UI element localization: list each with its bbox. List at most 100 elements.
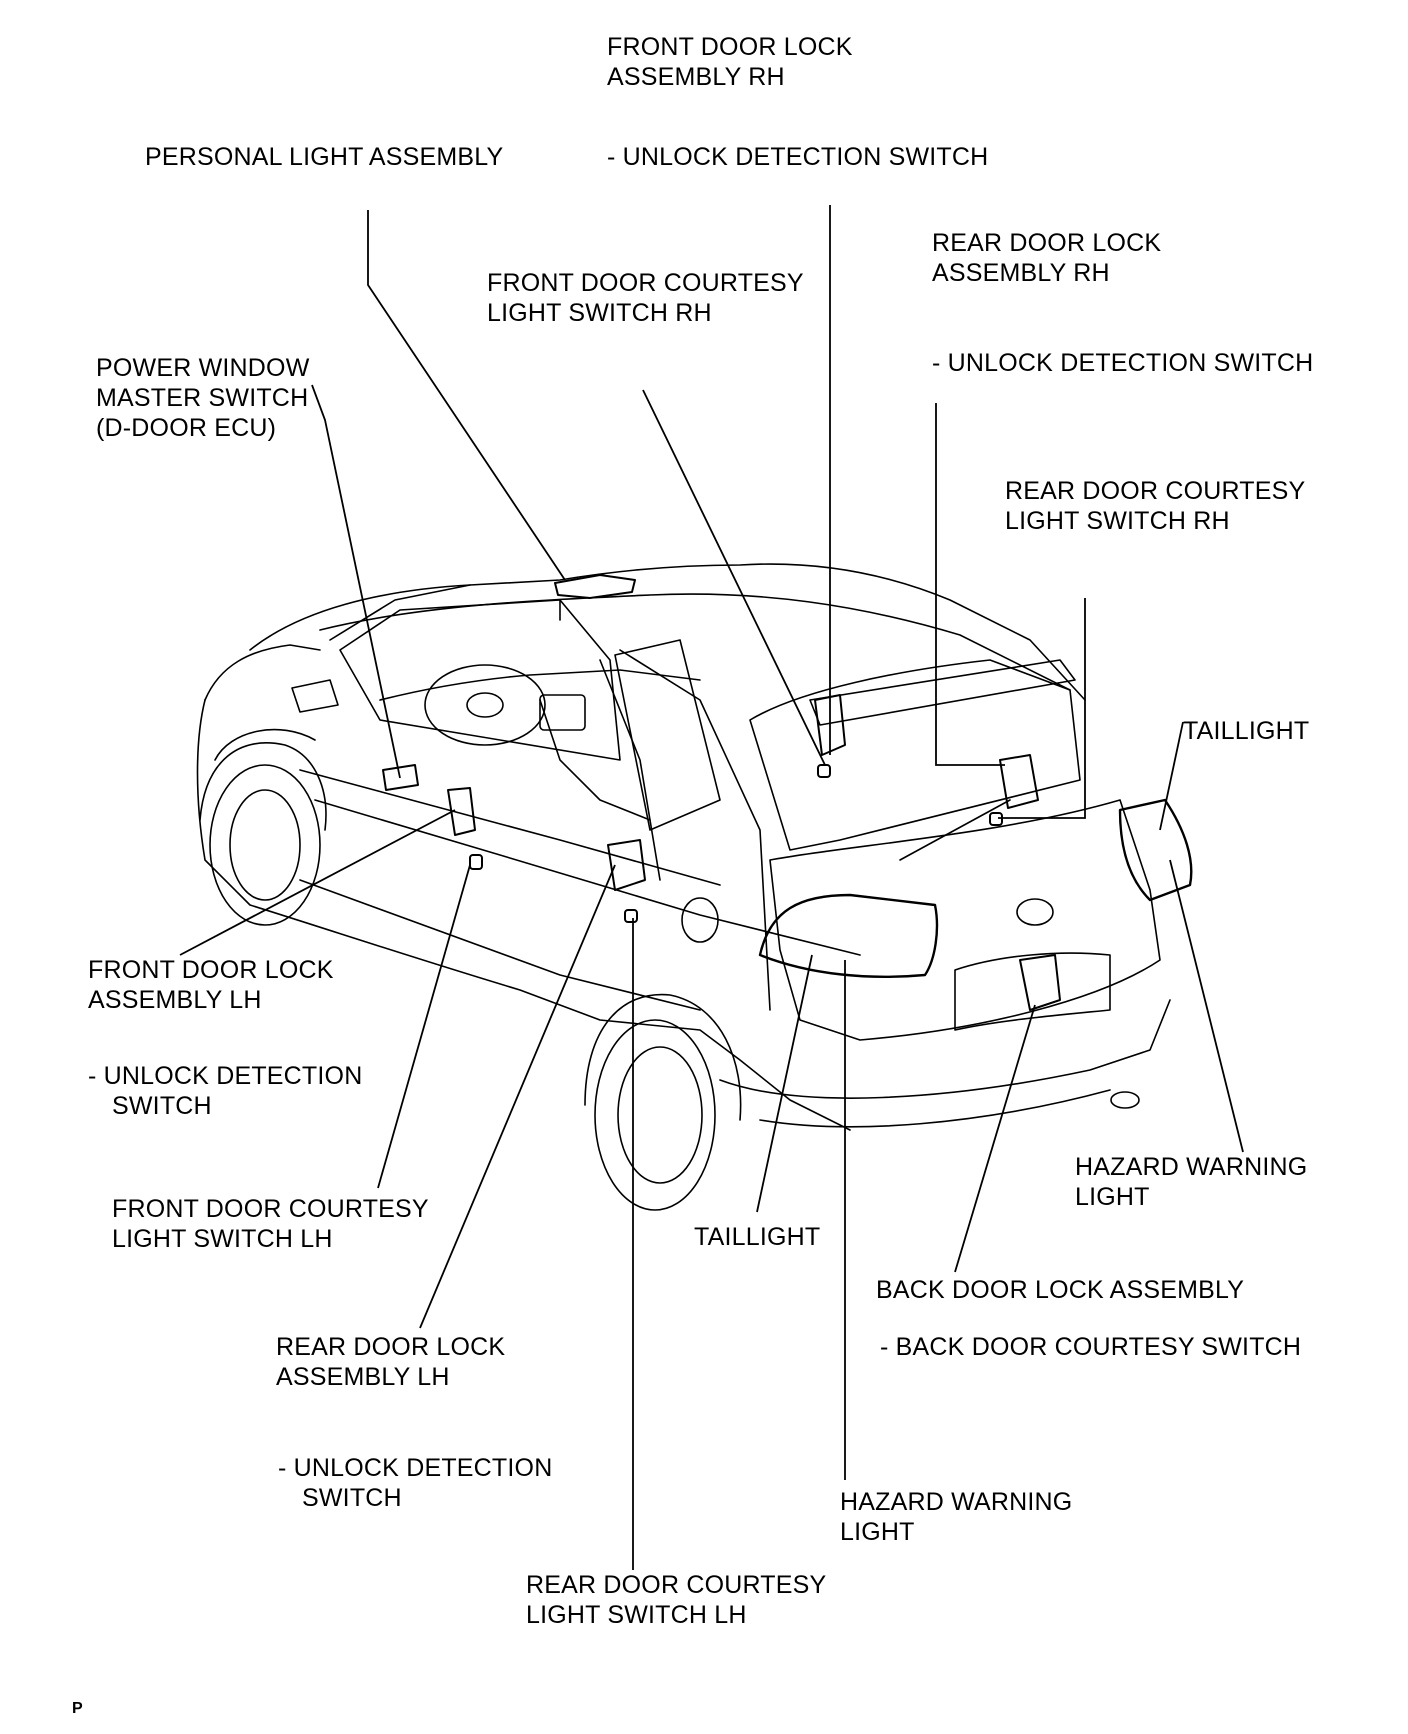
label-rear-door-lock-rh: REAR DOOR LOCK ASSEMBLY RH <box>932 228 1161 288</box>
rear-door-lock-rh-part <box>999 754 1039 809</box>
b-pillar <box>559 599 661 881</box>
leader-back-door-lock <box>954 1004 1036 1273</box>
label-line: REAR DOOR COURTESY <box>526 1571 827 1599</box>
label-back-door-lock-sub: - BACK DOOR COURTESY SWITCH <box>880 1333 1302 1361</box>
lower-rocker <box>299 879 701 1011</box>
leader-front-door-lock-lh <box>179 809 456 956</box>
steering-hub <box>466 692 504 718</box>
label-line: - UNLOCK DETECTION <box>278 1454 553 1482</box>
label-rear-courtesy-rh: REAR DOOR COURTESY LIGHT SWITCH RH <box>1005 476 1305 536</box>
rear-hatch-outline <box>769 799 1161 1041</box>
label-line: FRONT DOOR LOCK <box>88 956 334 984</box>
label-rear-door-lock-rh-sub: - UNLOCK DETECTION SWITCH <box>932 349 1314 377</box>
label-line: SWITCH <box>112 1092 212 1120</box>
rear-courtesy-rh-part <box>989 812 1003 826</box>
label-power-window: POWER WINDOW MASTER SWITCH (D-DOOR ECU) <box>96 353 309 443</box>
label-line: REAR DOOR LOCK <box>932 229 1162 257</box>
rear-wheel-inner <box>617 1046 703 1184</box>
rear-spoiler <box>809 659 1076 726</box>
label-rear-courtesy-lh: REAR DOOR COURTESY LIGHT SWITCH LH <box>526 1570 826 1630</box>
label-line: LIGHT SWITCH LH <box>526 1601 747 1629</box>
door-belt-line <box>299 769 721 886</box>
rear-hatch-glass <box>749 659 1081 851</box>
label-rear-door-lock-lh: REAR DOOR LOCK ASSEMBLY LH <box>276 1332 505 1392</box>
rear-wiper <box>899 799 1011 861</box>
figure-code: P <box>72 1700 83 1717</box>
label-rear-door-lock-lh-sub: - UNLOCK DETECTION SWITCH <box>278 1453 552 1513</box>
label-front-door-lock-rh: FRONT DOOR LOCK ASSEMBLY RH <box>607 32 853 92</box>
leader-front-courtesy-rh <box>642 389 826 766</box>
rear-wheel-arch <box>584 993 742 1121</box>
leader-taillight-right <box>1159 721 1184 831</box>
label-line: FRONT DOOR COURTESY <box>487 269 804 297</box>
rear-door-outline <box>619 649 771 1011</box>
label-line: (D-DOOR ECU) <box>96 414 277 442</box>
leader-power-window <box>311 384 401 779</box>
rear-door-lock-lh-part <box>607 839 646 891</box>
label-line: ASSEMBLY RH <box>607 63 785 91</box>
leader-front-courtesy-lh <box>377 864 471 1189</box>
label-line: LIGHT SWITCH RH <box>1005 507 1230 535</box>
front-courtesy-rh-part <box>817 764 831 778</box>
front-door-lock-rh-part <box>814 694 846 756</box>
label-line: HAZARD WARNING <box>840 1488 1073 1516</box>
steering-wheel <box>424 664 546 746</box>
label-line: SWITCH <box>302 1484 402 1512</box>
taillight-left-lens <box>758 893 939 978</box>
leader-personal-light <box>367 210 566 581</box>
front-door-lock-lh-part <box>447 787 476 836</box>
roof-inner-line <box>319 593 1071 691</box>
rear-bumper <box>719 999 1171 1099</box>
label-back-door-lock: BACK DOOR LOCK ASSEMBLY <box>876 1276 1245 1304</box>
center-display <box>539 694 586 731</box>
label-front-door-lock-lh-sub: - UNLOCK DETECTION SWITCH <box>88 1061 362 1121</box>
front-wheel-arch <box>199 742 327 831</box>
front-door-window <box>339 599 621 761</box>
label-hazard-right: HAZARD WARNING LIGHT <box>1075 1152 1307 1212</box>
personal-light-assembly <box>554 574 636 599</box>
a-pillar <box>329 584 471 641</box>
roof-outline <box>249 563 1086 701</box>
label-front-courtesy-lh: FRONT DOOR COURTESY LIGHT SWITCH LH <box>112 1194 429 1254</box>
label-line: ASSEMBLY RH <box>932 259 1110 287</box>
center-console <box>539 699 651 821</box>
side-crease <box>314 799 861 956</box>
front-courtesy-lh-part <box>469 854 483 870</box>
power-window-master-switch <box>382 764 419 791</box>
body-side-outline <box>196 699 851 1131</box>
label-taillight-center: TAILLIGHT <box>694 1223 821 1251</box>
front-wheel <box>209 764 321 926</box>
rear-wheel <box>594 1019 716 1211</box>
label-line: REAR DOOR COURTESY <box>1005 477 1306 505</box>
label-line: MASTER SWITCH <box>96 384 309 412</box>
label-line: LIGHT <box>840 1518 915 1546</box>
label-front-door-lock-rh-sub: - UNLOCK DETECTION SWITCH <box>607 143 989 171</box>
label-line: FRONT DOOR LOCK <box>607 33 853 61</box>
label-line: ASSEMBLY LH <box>88 986 262 1014</box>
leader-rear-door-lock-lh <box>419 864 616 1329</box>
leader-hazard-right <box>1169 859 1244 1153</box>
taillight-right-lens <box>1118 798 1193 902</box>
front-bumper <box>204 644 321 701</box>
leader-rear-courtesy-rh <box>998 598 1086 819</box>
label-line: FRONT DOOR COURTESY <box>112 1195 429 1223</box>
label-line: LIGHT SWITCH RH <box>487 299 712 327</box>
label-hazard-center: HAZARD WARNING LIGHT <box>840 1487 1072 1547</box>
label-line: ASSEMBLY LH <box>276 1363 450 1391</box>
leader-rear-door-lock-rh <box>935 403 1005 766</box>
side-mirror <box>291 679 339 713</box>
label-line: - UNLOCK DETECTION <box>88 1062 363 1090</box>
rear-bumper-lower <box>759 1089 1111 1128</box>
front-fender <box>214 728 316 761</box>
leader-taillight-center <box>756 954 813 1213</box>
dashboard <box>379 669 701 701</box>
label-taillight-right: TAILLIGHT <box>1183 717 1310 745</box>
rear-emblem <box>1016 898 1054 926</box>
label-line: HAZARD WARNING <box>1075 1153 1308 1181</box>
label-line: LIGHT SWITCH LH <box>112 1225 333 1253</box>
label-line: LIGHT <box>1075 1183 1150 1211</box>
rear-courtesy-lh-part <box>624 909 638 923</box>
front-wheel-inner <box>229 789 301 901</box>
